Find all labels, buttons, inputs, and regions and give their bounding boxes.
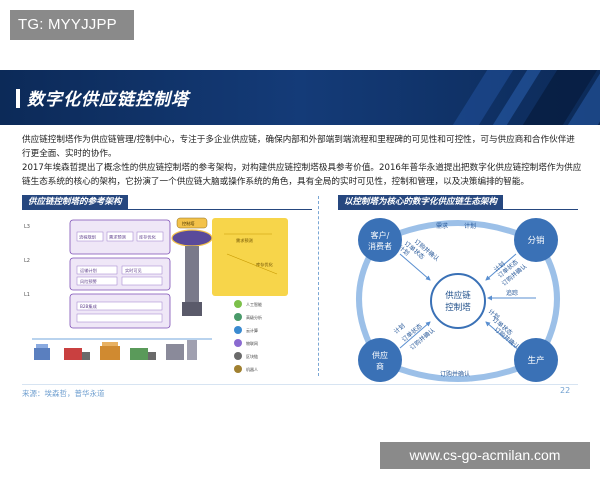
left-section-underline (22, 209, 312, 210)
watermark-tag: TG: MYYJJPP (10, 10, 134, 40)
title-banner: 数字化供应链控制塔 (0, 70, 600, 125)
page-number: 22 (560, 386, 571, 395)
arch-panel-item: B2B集成 (80, 303, 97, 310)
tower-label: 控制塔 (182, 220, 195, 227)
customer-node-label: 客户/ (371, 230, 390, 240)
distribution-node-label: 分销 (527, 235, 545, 246)
customer-node-label: 消费者 (368, 241, 392, 251)
footer-rule (22, 384, 578, 385)
right-section-underline (338, 209, 578, 210)
arc-label: 需求 (436, 222, 448, 230)
tower-label: 库存优化 (256, 261, 274, 268)
tech-label: 人工智能 (246, 301, 262, 307)
control-tower-icon: 控制塔 (171, 217, 213, 316)
arch-level-label: L3 (24, 224, 30, 230)
tower-label: 需求预测 (236, 237, 253, 244)
left-section-title: 供应链控制塔的参考架构 (22, 195, 128, 210)
supplier-node-label: 供应 (372, 350, 388, 360)
tech-label: 云计算 (246, 327, 258, 333)
tech-label: 高级分析 (246, 314, 262, 320)
center-node-label: 控制塔 (445, 302, 471, 313)
logistics-row (32, 338, 212, 360)
tech-label: 物联网 (246, 340, 258, 346)
tech-label: 区块链 (246, 353, 258, 359)
arch-panel-item: 实时可见 (125, 267, 142, 274)
history-paragraph: 2017年埃森哲提出了概念性的供应链控制塔的参考架构，对构建供应链控制塔极具参考… (22, 163, 582, 187)
page-title: 数字化供应链控制塔 (27, 90, 189, 110)
spoke-label: 追踪 (506, 289, 518, 297)
spoke-label: 计划 (392, 322, 406, 336)
center-node-label: 供应链 (445, 290, 471, 301)
tech-label: 机器人 (246, 366, 258, 372)
watermark-url: www.cs-go-acmilan.com (380, 442, 590, 469)
arch-panel-item: 库存优化 (139, 234, 157, 241)
intro-paragraph: 供应链控制塔作为供应链管理/控制中心，专注于多企业供应链，确保内部和外部端到端流… (22, 135, 575, 159)
architecture-figure: L3 L2 L1 流程规划 需求预测 库存优化 运输计划 实时可见 风险预警 B… (24, 217, 288, 373)
title-bar-accent (16, 89, 20, 108)
arch-panel-item: 流程规划 (79, 234, 96, 241)
arch-panel-item: 运输计划 (80, 267, 97, 274)
arch-panel-item: 风险预警 (80, 278, 98, 285)
section-divider (318, 196, 319, 376)
arch-panel-item: 需求预测 (109, 234, 126, 241)
production-node-label: 生产 (527, 355, 544, 366)
arc-label: 订购并确认 (440, 370, 470, 378)
ecosystem-diagram: 需求 计划 计划 订单状态 订购并确认 计划 订单状态 订购并确认 计划 订单状… (356, 218, 560, 382)
arch-level-label: L1 (24, 292, 30, 298)
supplier-node-label: 商 (376, 361, 384, 371)
arch-level-label: L2 (24, 258, 30, 264)
source-note: 来源：埃森哲，普华永道 (22, 389, 105, 398)
right-section-title: 以控制塔为核心的数字化供应链生态架构 (338, 195, 504, 210)
arc-label: 计划 (464, 222, 476, 230)
